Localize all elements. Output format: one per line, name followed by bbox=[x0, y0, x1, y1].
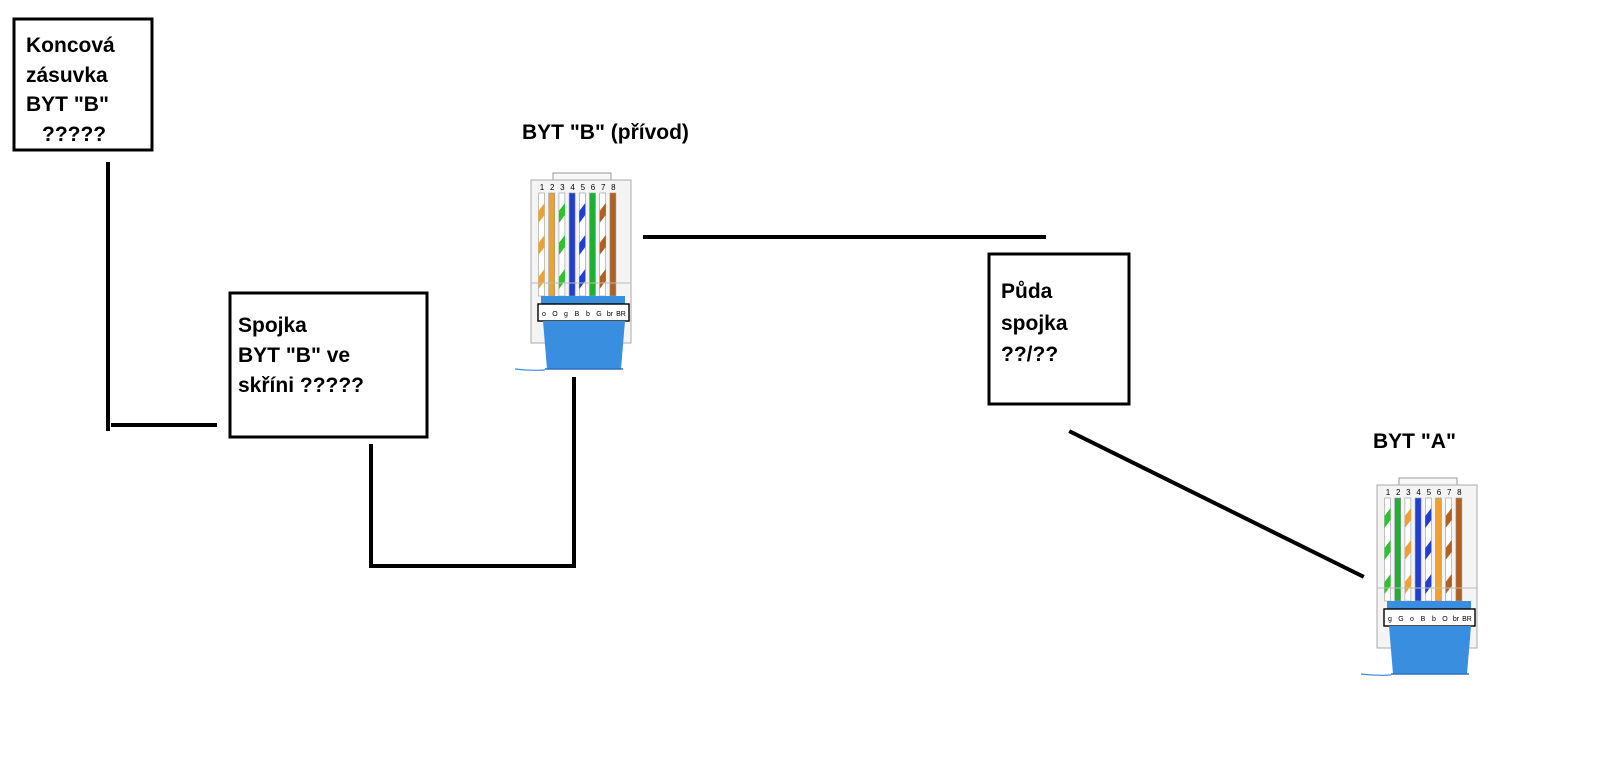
plug-byt-b-pin-number: 8 bbox=[611, 183, 616, 192]
plug-byt-b-pin-code: O bbox=[552, 311, 558, 318]
plug-byt-b-pin-code: BR bbox=[616, 311, 626, 318]
plug-byt-b-wire-stripe bbox=[579, 203, 586, 223]
plug-byt-a-pin-code: BR bbox=[1462, 616, 1472, 623]
box-puda-spojka: Půda spojka ??/?? bbox=[987, 252, 1131, 406]
plug-byt-a-pin-code: B bbox=[1421, 616, 1426, 623]
plug-byt-b-pin-number: 7 bbox=[601, 183, 606, 192]
plug-byt-b-pin-code: B bbox=[575, 311, 580, 318]
plug-byt-b-pin-number: 2 bbox=[550, 183, 555, 192]
plug-byt-a-pin-number: 8 bbox=[1457, 488, 1462, 497]
plug-byt-b-wire-stripe bbox=[599, 203, 606, 223]
plug-byt-b-wire-stripe bbox=[538, 235, 545, 255]
box-koncova-line-3: BYT "B" bbox=[26, 93, 109, 116]
plug-byt-b-pin-code: g bbox=[564, 311, 568, 318]
plug-byt-b-pin-number: 4 bbox=[570, 183, 575, 192]
plug-byt-a-wire-stripe bbox=[1445, 574, 1452, 594]
box-puda-line-2: spojka bbox=[1001, 312, 1068, 335]
cable-spojka-to-byt-b bbox=[369, 377, 576, 568]
plug-byt-b-wire bbox=[589, 192, 596, 297]
plug-byt-a-wire-stripe bbox=[1404, 574, 1411, 594]
plug-byt-b-wire bbox=[568, 192, 576, 297]
box-spojka-line-2: BYT "B" ve bbox=[238, 344, 350, 367]
plug-byt-a-wire-stripe bbox=[1445, 540, 1452, 560]
plug-byt-a-pin-number: 2 bbox=[1396, 488, 1401, 497]
plug-byt-b-pin-code: o bbox=[542, 311, 546, 318]
box-koncova-zasuvka: Koncová zásuvka BYT "B" ????? bbox=[12, 17, 154, 152]
cable-lines bbox=[106, 162, 1365, 579]
plug-byt-a-pin-number: 7 bbox=[1447, 488, 1452, 497]
plug-byt-a-wire-stripe bbox=[1425, 574, 1432, 594]
plug-byt-a-pin-number: 4 bbox=[1416, 488, 1421, 497]
plug-byt-b-wire-stripe bbox=[579, 269, 586, 289]
plug-byt-b-pin-number: 6 bbox=[591, 183, 596, 192]
plug-byt-a-wire-stripe bbox=[1404, 540, 1411, 560]
plug-byt-b-wire bbox=[548, 192, 556, 297]
plug-byt-a-pin-number: 1 bbox=[1386, 488, 1391, 497]
cable-puda-to-byt-a bbox=[1068, 429, 1365, 579]
plug-byt-a-pin-code: O bbox=[1442, 616, 1448, 623]
plug-byt-b-wire-stripe bbox=[538, 203, 545, 223]
box-spojka-line-1: Spojka bbox=[238, 314, 307, 337]
plug-byt-a-boot-band bbox=[1387, 601, 1471, 611]
plug-byt-b-boot-band bbox=[541, 296, 625, 306]
plug-byt-a-pin-code: br bbox=[1453, 616, 1460, 623]
plug-byt-a-pin-code: g bbox=[1388, 616, 1392, 623]
plug-byt-a-clip-tab bbox=[1398, 477, 1458, 486]
plug-byt-b-clip-tab bbox=[552, 172, 612, 181]
plug-byt-b-pin-number: 5 bbox=[581, 183, 586, 192]
plug-byt-b-wire-stripe bbox=[599, 269, 606, 289]
box-koncova-line-1: Koncová bbox=[26, 34, 115, 57]
plug-byt-b-wire-stripe bbox=[599, 235, 606, 255]
plug-byt-a-pin-code: G bbox=[1398, 616, 1403, 623]
plug-byt-b-wire-stripe bbox=[579, 235, 586, 255]
plug-byt-a-pin-number: 5 bbox=[1427, 488, 1432, 497]
plug-byt-b-wire-stripe bbox=[558, 235, 565, 255]
plug-byt-b-pin-code: b bbox=[586, 311, 590, 318]
connector-label-byt-b: BYT "B" (přívod) bbox=[522, 121, 689, 144]
plug-byt-a-pin-code: b bbox=[1432, 616, 1436, 623]
plug-byt-a-wire bbox=[1435, 497, 1442, 602]
plug-byt-b-cable-wisp bbox=[514, 368, 546, 371]
box-koncova-line-2: zásuvka bbox=[26, 64, 108, 87]
plug-byt-a-wire-stripe bbox=[1445, 508, 1452, 528]
plug-byt-b-wire-stripe bbox=[538, 269, 545, 289]
plug-byt-b-boot bbox=[543, 321, 625, 369]
plug-byt-a-wire-stripe bbox=[1384, 574, 1391, 594]
box-koncova-line-4: ????? bbox=[42, 123, 106, 146]
plug-byt-b-wire-stripe bbox=[558, 203, 565, 223]
plug-byt-a-wire-stripe bbox=[1425, 508, 1432, 528]
plug-byt-a-wire-stripe bbox=[1384, 540, 1391, 560]
plug-byt-b-pin-number: 3 bbox=[560, 183, 565, 192]
plug-byt-b-pin-code: br bbox=[607, 311, 614, 318]
plug-byt-b-pin-number: 1 bbox=[540, 183, 545, 192]
plug-byt-b-wire-stripe bbox=[558, 269, 565, 289]
box-puda-line-1: Půda bbox=[1001, 280, 1053, 303]
plug-byt-a-boot bbox=[1389, 626, 1471, 674]
plug-byt-a-wire-stripe bbox=[1425, 540, 1432, 560]
plug-byt-a-wire bbox=[1394, 497, 1402, 602]
plug-byt-a-cable-wisp bbox=[1360, 673, 1392, 676]
box-puda-line-3: ??/?? bbox=[1001, 343, 1058, 366]
plug-byt-b-pin-code: G bbox=[596, 311, 601, 318]
plug-byt-a-pin-code: o bbox=[1410, 616, 1414, 623]
plug-byt-a-pin-number: 6 bbox=[1437, 488, 1442, 497]
plug-byt-a-wire bbox=[1414, 497, 1422, 602]
plug-byt-a-wire bbox=[1455, 497, 1463, 602]
plug-byt-b-wire bbox=[609, 192, 617, 297]
box-spojka-line-3: skříni ????? bbox=[238, 374, 364, 397]
plug-byt-a-pin-number: 3 bbox=[1406, 488, 1411, 497]
box-spojka-byt-b: Spojka BYT "B" ve skříni ????? bbox=[228, 291, 429, 439]
connector-label-byt-a: BYT "A" bbox=[1373, 430, 1456, 453]
plug-byt-a-wire-stripe bbox=[1384, 508, 1391, 528]
plug-byt-a-wire-stripe bbox=[1404, 508, 1411, 528]
